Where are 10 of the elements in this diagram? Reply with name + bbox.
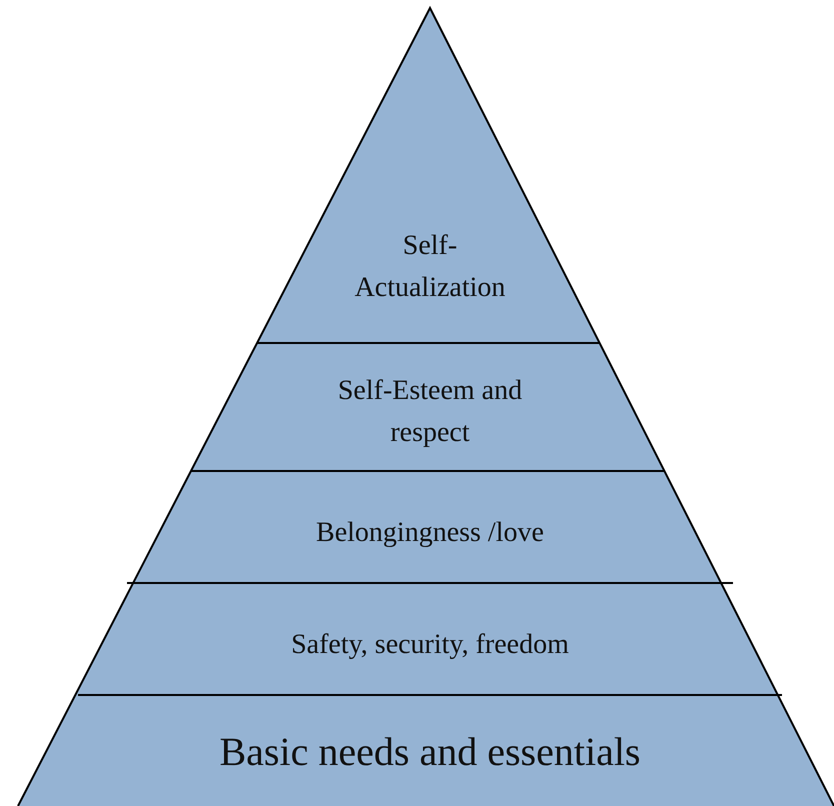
pyramid-tier <box>75 583 778 695</box>
tier-label: Basic needs and essentials <box>218 728 642 776</box>
pyramid-tier <box>190 343 664 471</box>
pyramid-tier <box>18 695 834 806</box>
tier-label: Self-Esteem and respect <box>336 374 524 450</box>
tier-label: Safety, security, freedom <box>290 628 570 662</box>
pyramid-tier <box>133 471 722 583</box>
tier-label: Belongingness /love <box>315 516 545 550</box>
pyramid-tier <box>257 8 600 343</box>
tier-label: Self-Actualization <box>354 229 506 305</box>
